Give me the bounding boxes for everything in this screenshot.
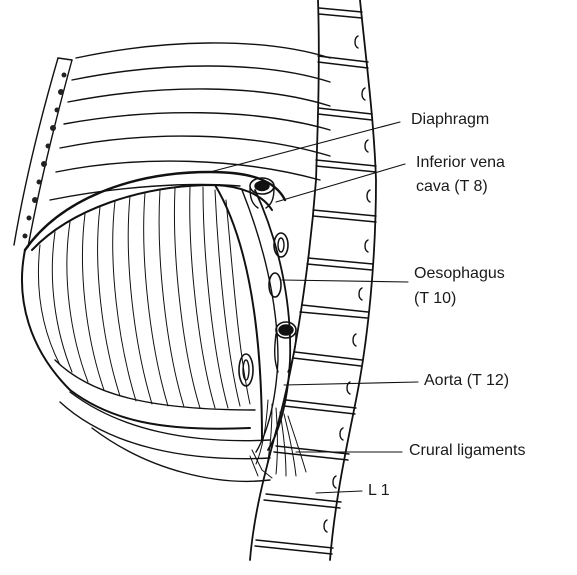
label-l1: L 1 — [368, 481, 390, 501]
diaphragm-dome — [22, 172, 285, 440]
label-crural-ligaments: Crural ligaments — [409, 441, 525, 461]
label-diaphragm: Diaphragm — [411, 110, 489, 130]
label-oesophagus-line1: Oesophagus — [414, 264, 505, 284]
sternum-strip — [14, 58, 72, 247]
ribs-upper — [50, 43, 330, 200]
crural-fibres — [250, 400, 306, 478]
label-aorta: Aorta (T 12) — [424, 371, 509, 391]
label-oesophagus-line2: (T 10) — [414, 289, 456, 309]
label-ivc-line1: Inferior vena — [416, 153, 505, 173]
leader-lines — [210, 122, 418, 493]
crus-band — [242, 190, 290, 452]
label-ivc-line2: cava (T 8) — [416, 177, 488, 197]
